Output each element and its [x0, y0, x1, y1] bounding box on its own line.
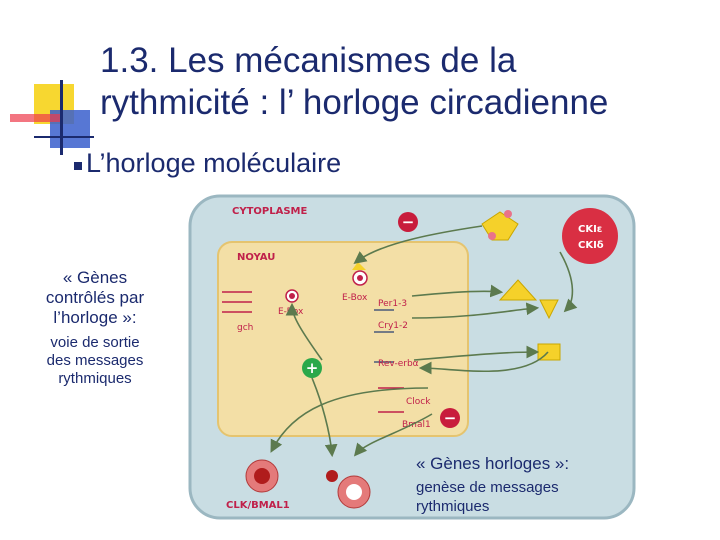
- cytoplasm-label: CYTOPLASME: [232, 206, 307, 217]
- logo-decoration: [10, 80, 100, 160]
- right-annotation: « Gènes horloges »: genèse de messages r…: [416, 454, 656, 516]
- gch-label: gch: [237, 323, 253, 333]
- left-annotation-heading: « Gènes contrôlés par l’horloge »:: [45, 268, 145, 327]
- bullet-marker: [74, 162, 82, 170]
- ebox-left-label: E-Box: [278, 307, 304, 317]
- svg-text:−: −: [444, 409, 457, 427]
- cki-enzyme: [562, 208, 618, 264]
- per-gene-label: Per1-3: [378, 299, 407, 309]
- cki-epsilon-label: CKIε: [578, 224, 602, 235]
- right-annotation-body: genèse de messages rythmiques: [416, 479, 559, 515]
- bmal-gene-label: Bmal1: [402, 420, 431, 430]
- inhibition-marker-bottom: [440, 408, 460, 428]
- cki-delta-label: CKIδ: [578, 240, 604, 251]
- left-annotation: « Gènes contrôlés par l’horloge »: voie …: [18, 268, 172, 388]
- svg-text:+: +: [306, 359, 319, 377]
- right-annotation-heading: « Gènes horloges »:: [416, 454, 570, 473]
- page-title: 1.3. Les mécanismes de la rythmicité : l…: [100, 41, 609, 122]
- svg-text:−: −: [402, 213, 415, 231]
- cry-protein-shape: [539, 299, 559, 320]
- cry-gene-label: Cry1-2: [378, 321, 408, 331]
- nucleus-area: [217, 241, 469, 437]
- clock-diagram: CYTOPLASME NOYAU gch E-Box E-Box Per1-3 …: [182, 192, 642, 524]
- activation-marker: [302, 358, 322, 378]
- inhibition-marker-top: [398, 212, 418, 232]
- clk-bmal-label: CLK/BMAL1: [226, 500, 290, 511]
- left-annotation-body: voie de sortie des messages rythmiques: [46, 334, 144, 387]
- clock-gene-label: Clock: [406, 397, 431, 407]
- per-protein-shape: [498, 279, 538, 301]
- clock-controlled-genes: [222, 291, 252, 313]
- rev-gene-label: Rev-erbα: [378, 359, 419, 369]
- section-subtitle: L’horloge moléculaire: [86, 148, 342, 178]
- nucleus-label: NOYAU: [237, 252, 275, 263]
- ebox-top-label: E-Box: [342, 293, 368, 303]
